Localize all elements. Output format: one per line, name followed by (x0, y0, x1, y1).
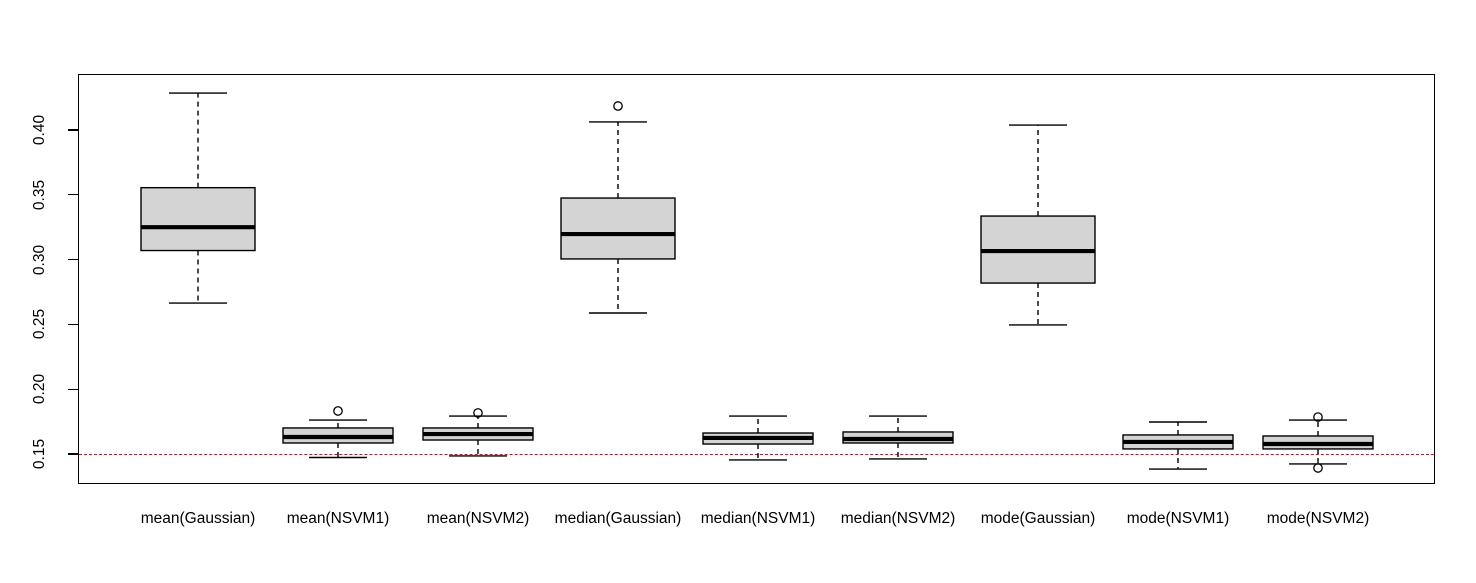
y-tick-label: 0.15 (31, 438, 48, 470)
x-tick-label-0: mean(Gaussian) (140, 510, 256, 527)
y-tick-mark (68, 323, 78, 326)
x-tick-label-8: mode(NSVM2) (1266, 510, 1370, 527)
y-tick-label: 0.40 (31, 114, 48, 146)
y-tick-label: 0.25 (31, 309, 48, 340)
y-tick-mark (68, 129, 78, 131)
y-tick-mark (68, 388, 78, 390)
reference-line-dash (79, 454, 1434, 455)
x-tick-label-6: mode(Gaussian) (980, 510, 1096, 527)
y-tick-mark (68, 453, 78, 455)
x-tick-label-5: median(NSVM2) (840, 510, 956, 527)
y-axis-line (78, 110, 80, 470)
x-tick-label-4: median(NSVM1) (700, 510, 816, 527)
y-tick-label: 0.20 (31, 374, 48, 405)
plot-frame (78, 74, 1435, 484)
x-tick-label-1: mean(NSVM1) (286, 510, 390, 527)
x-tick-label-7: mode(NSVM1) (1126, 510, 1230, 527)
x-tick-label-2: mean(NSVM2) (426, 510, 530, 527)
y-tick-label: 0.30 (31, 244, 48, 275)
x-tick-label-3: median(Gaussian) (554, 510, 682, 527)
y-tick-label: 0.35 (31, 179, 48, 210)
y-tick-mark (68, 194, 78, 196)
y-tick-mark (68, 258, 78, 261)
